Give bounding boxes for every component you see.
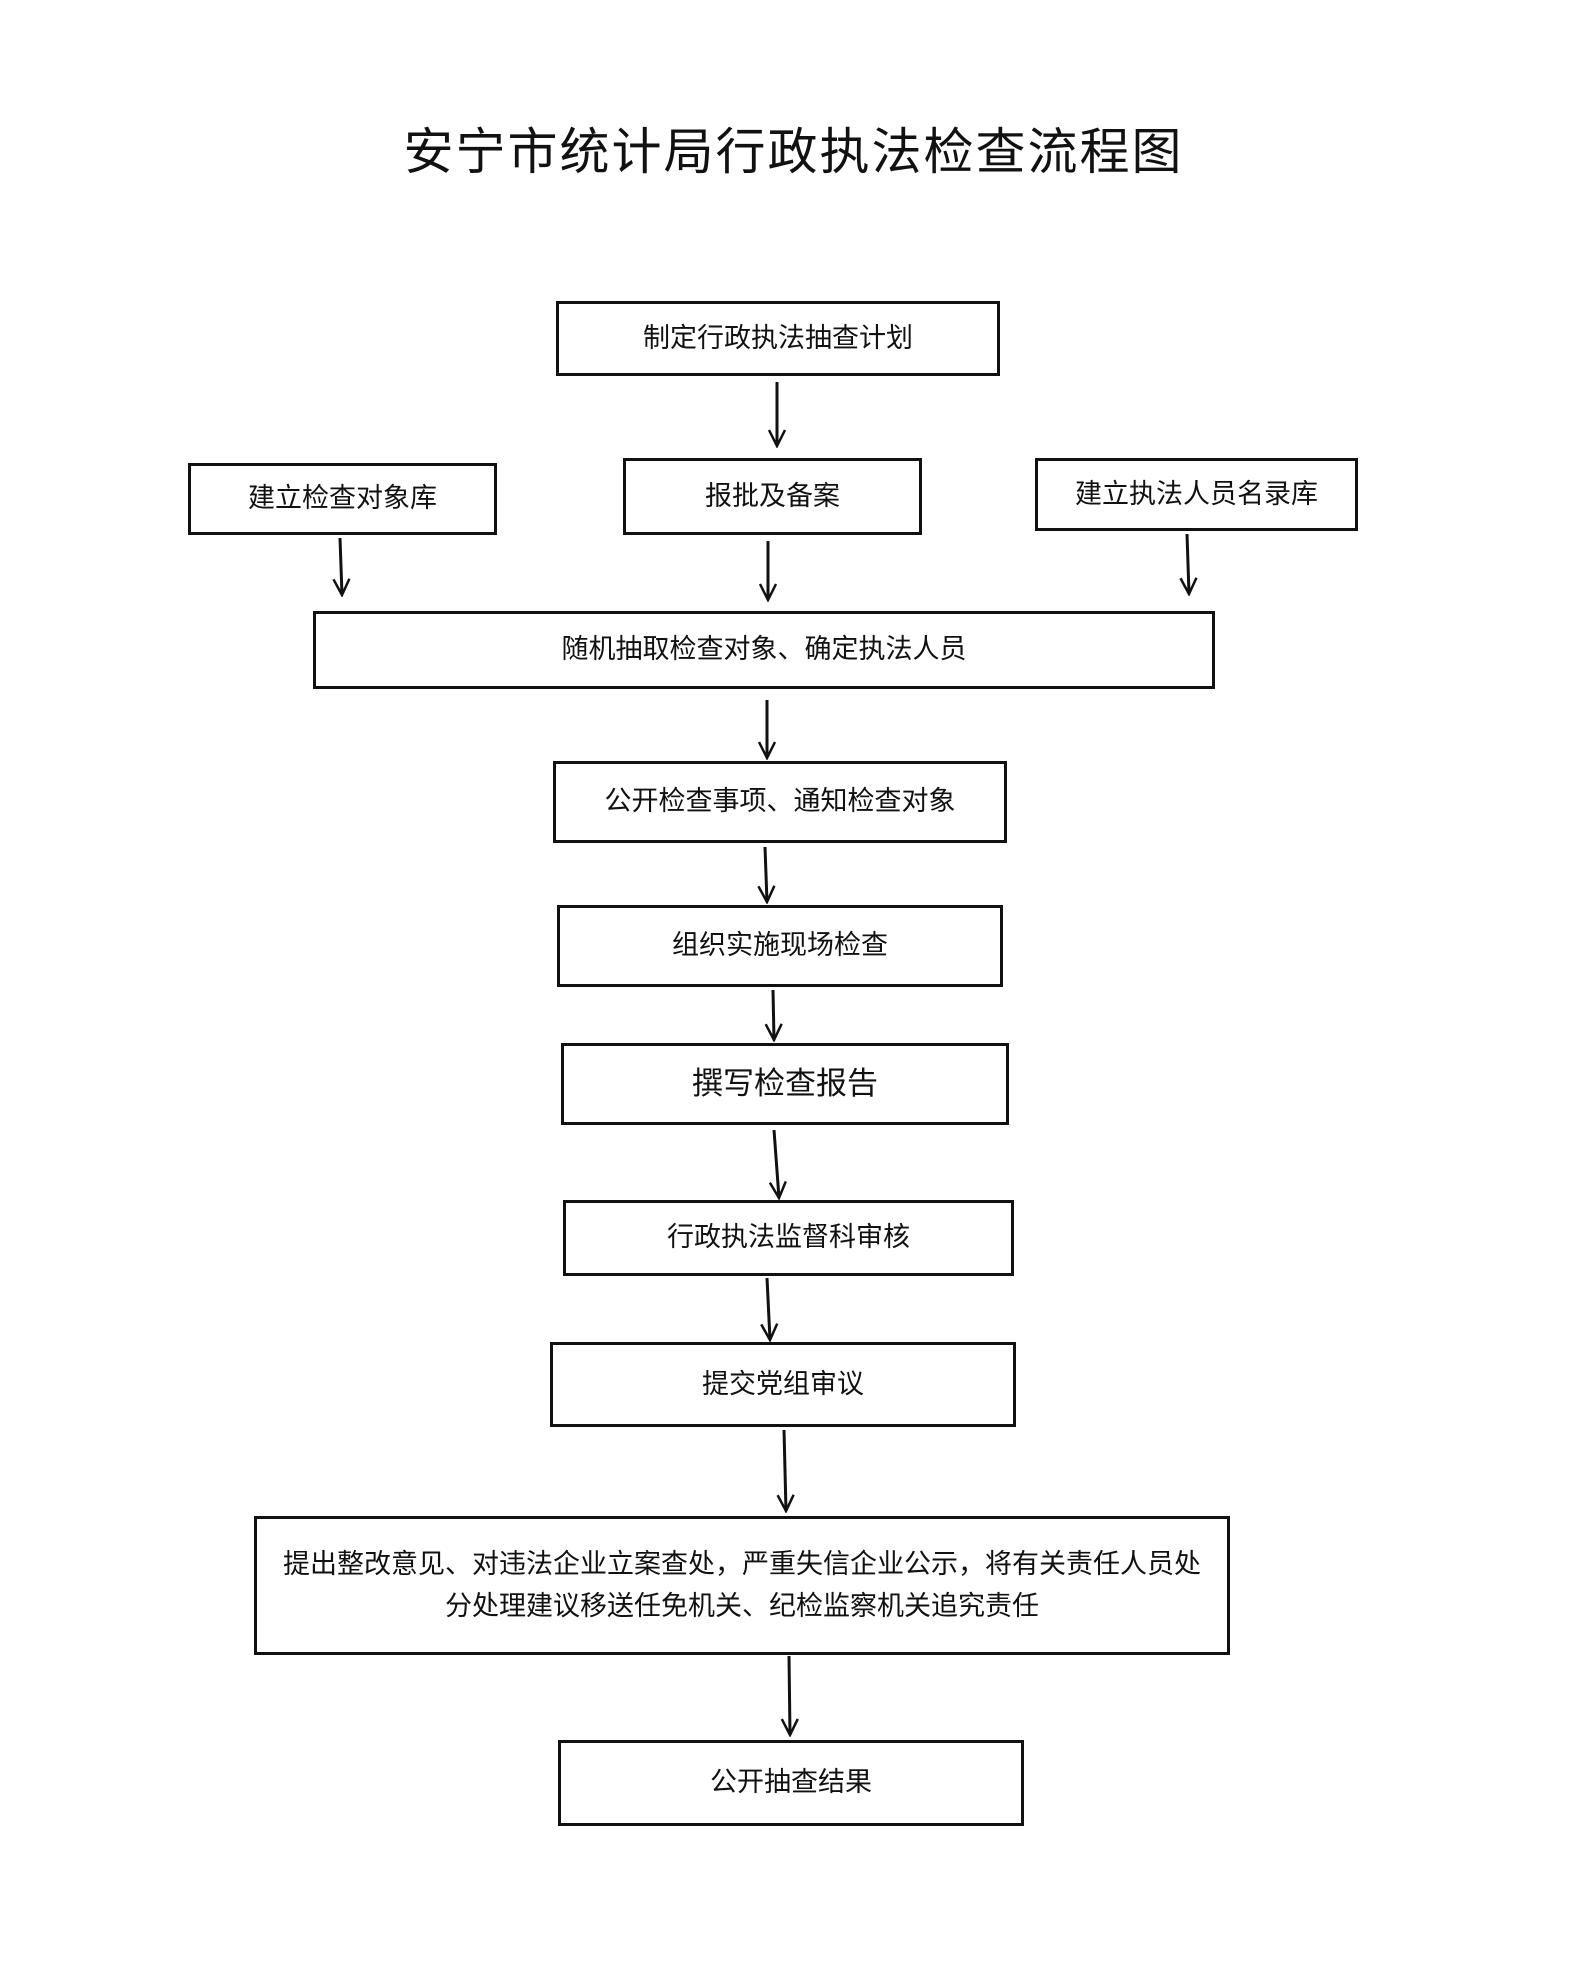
node-party-review-label: 提交党组审议	[702, 1368, 864, 1400]
node-handling-line1: 提出整改意见、对违法企业立案查处，严重失信企业公示，将有关责任人员处	[283, 1548, 1201, 1580]
node-publish: 公开抽查结果	[558, 1740, 1024, 1826]
node-approve: 报批及备案	[623, 458, 922, 535]
node-notify: 公开检查事项、通知检查对象	[553, 761, 1007, 843]
node-report: 撰写检查报告	[561, 1043, 1009, 1125]
node-plan: 制定行政执法抽查计划	[556, 301, 1000, 376]
node-plan-label: 制定行政执法抽查计划	[643, 322, 913, 354]
page-title: 安宁市统计局行政执法检查流程图	[403, 123, 1184, 181]
node-notify-label: 公开检查事项、通知检查对象	[604, 786, 956, 818]
node-handling-line2: 分处理建议移送任免机关、纪检监察机关追究责任	[445, 1590, 1039, 1622]
node-publish-label: 公开抽查结果	[710, 1767, 872, 1799]
node-report-label: 撰写检查报告	[692, 1065, 878, 1102]
node-random-select: 随机抽取检查对象、确定执法人员	[313, 611, 1215, 689]
node-staff-db-label: 建立执法人员名录库	[1075, 478, 1318, 510]
node-target-db: 建立检查对象库	[188, 463, 497, 535]
arrow-handling-to-publish	[789, 1655, 790, 1735]
arrow-onsite-to-report	[773, 989, 774, 1040]
arrow-review-to-party	[767, 1277, 770, 1340]
arrow-target-db-to-random	[340, 537, 342, 595]
node-onsite: 组织实施现场检查	[557, 905, 1003, 987]
node-staff-db: 建立执法人员名录库	[1035, 458, 1358, 531]
arrow-party-to-handling	[784, 1429, 786, 1511]
node-review-label: 行政执法监督科审核	[667, 1222, 910, 1254]
node-target-db-label: 建立检查对象库	[248, 483, 437, 515]
node-handling: 提出整改意见、对违法企业立案查处，严重失信企业公示，将有关责任人员处 分处理建议…	[254, 1516, 1230, 1655]
arrow-notify-to-onsite	[765, 846, 767, 902]
node-onsite-label: 组织实施现场检查	[672, 930, 888, 962]
node-review: 行政执法监督科审核	[563, 1200, 1014, 1276]
node-random-select-label: 随机抽取检查对象、确定执法人员	[561, 634, 967, 666]
node-party-review: 提交党组审议	[550, 1342, 1016, 1427]
arrow-staff-db-to-random	[1187, 533, 1189, 594]
node-approve-label: 报批及备案	[705, 480, 840, 512]
arrow-report-to-review	[774, 1129, 779, 1198]
